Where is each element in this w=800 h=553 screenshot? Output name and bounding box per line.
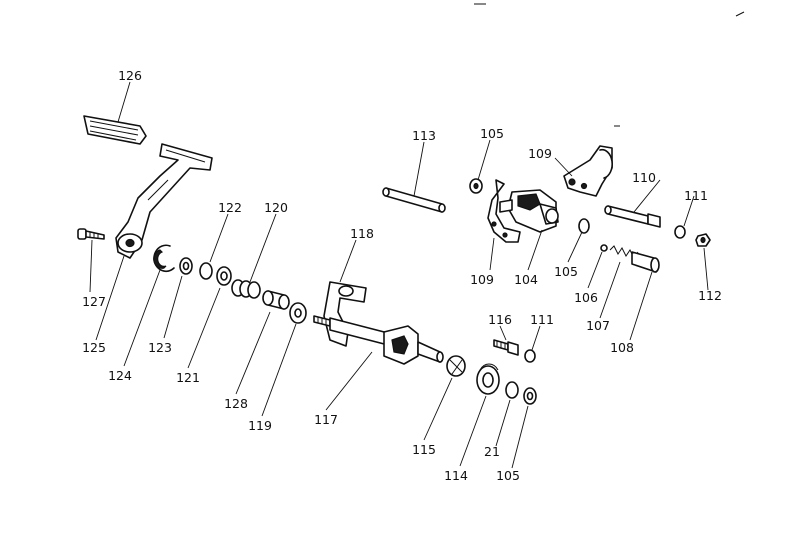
part-126-pedal-rubber [83, 115, 147, 145]
callout-labels: 126 127 125 124 123 122 121 120 128 119 … [82, 68, 722, 483]
callout-21: 21 [484, 444, 500, 459]
part-105-washer-upper [469, 178, 483, 194]
part-106-detent-ball [600, 244, 608, 252]
callout-105-lower: 105 [496, 468, 520, 483]
part-117-kickstart-shaft [313, 315, 444, 365]
callout-123: 123 [148, 340, 172, 355]
callout-115: 115 [412, 442, 436, 457]
callout-126: 126 [118, 68, 142, 83]
callout-108: 108 [610, 340, 634, 355]
part-127-bolt [77, 228, 105, 240]
part-105-washer-lower [523, 387, 537, 405]
part-122-ring [199, 262, 213, 280]
part-121-washer [216, 266, 232, 286]
callout-109-fork: 109 [528, 146, 552, 161]
callout-128: 128 [224, 396, 248, 411]
part-108-plunger [631, 251, 660, 273]
callout-105-middle: 105 [554, 264, 578, 279]
part-104-cam-assembly [499, 189, 559, 233]
part-105-washer-middle [578, 218, 590, 234]
callout-119: 119 [248, 418, 272, 433]
part-124-circlip [153, 244, 175, 273]
part-111-washer-upper [674, 225, 686, 239]
scan-mark [735, 11, 745, 17]
part-111-washer-lower [524, 349, 536, 363]
callout-118: 118 [350, 226, 374, 241]
part-109-plate-left [487, 179, 521, 243]
callout-122: 122 [218, 200, 242, 215]
callout-112: 112 [698, 288, 722, 303]
callout-107: 107 [586, 318, 610, 333]
callout-116: 116 [488, 312, 512, 327]
callout-117: 117 [314, 412, 338, 427]
callout-105-upper: 105 [480, 126, 504, 141]
part-116-bolt [493, 339, 519, 356]
callout-114: 114 [444, 468, 468, 483]
callout-120: 120 [264, 200, 288, 215]
callout-111-lower: 111 [530, 312, 554, 327]
part-109-shift-fork [563, 145, 613, 197]
part-110-pin [604, 205, 661, 228]
part-123-washer [179, 257, 193, 275]
callout-121: 121 [176, 370, 200, 385]
part-120-spring [231, 279, 261, 299]
callout-127: 127 [82, 294, 106, 309]
callout-124: 124 [108, 368, 132, 383]
callout-111-upper: 111 [684, 188, 708, 203]
part-113-pin [382, 187, 446, 213]
callout-125: 125 [82, 340, 106, 355]
part-21-ring [505, 381, 519, 399]
part-114-sleeve [476, 363, 500, 395]
callout-110: 110 [632, 170, 656, 185]
callout-106: 106 [574, 290, 598, 305]
part-119-washer [289, 302, 307, 324]
part-115-spring-clip [446, 355, 466, 377]
part-128-bushing [262, 290, 290, 310]
part-125-kickstart-lever [115, 143, 213, 259]
callout-109-plate: 109 [470, 272, 494, 287]
part-112-nut [695, 233, 711, 247]
callout-113: 113 [412, 128, 436, 143]
callout-104: 104 [514, 272, 538, 287]
leader-lines [89, 81, 709, 469]
